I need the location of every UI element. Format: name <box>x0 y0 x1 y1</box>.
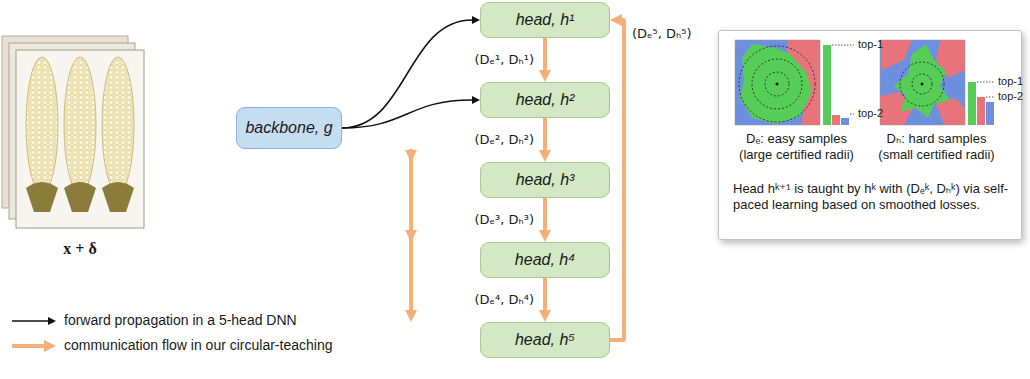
radius-circle <box>752 59 802 109</box>
radius-circle <box>912 74 932 94</box>
rank-label: top-1 <box>998 75 1023 87</box>
head-box: head, h⁵ <box>480 322 610 358</box>
corn-husk <box>26 182 58 212</box>
legend-arrow-orange <box>12 344 44 348</box>
legend-arrow-black <box>12 320 48 322</box>
head-box: head, h¹ <box>480 2 610 38</box>
edge-label: (Dₑ¹, Dₕ¹) <box>472 52 536 68</box>
teaching-arrow <box>610 20 624 340</box>
leader-line <box>850 114 854 115</box>
node-text: Dₕ: hard samples (small certified radii) <box>874 131 999 163</box>
forward-arrow <box>342 20 472 128</box>
edge-label: (Dₑ⁴, Dₕ⁴) <box>472 292 536 308</box>
node-text: head, h¹ <box>516 11 575 29</box>
sample-dot <box>921 83 924 86</box>
legend-text: forward propagation in a 5-head DNN <box>64 312 297 328</box>
region-green <box>894 44 950 118</box>
node-text: Head hᵏ⁺¹ is taught by hᵏ with (Dₑᵏ, Dₕᵏ… <box>733 181 1011 213</box>
score-bar <box>968 82 976 125</box>
forward-arrow <box>342 100 472 128</box>
edge-label: (Dₑ³, Dₕ³) <box>472 212 536 228</box>
region-red <box>880 40 912 70</box>
score-bar <box>977 97 985 125</box>
corn-husk <box>64 182 96 212</box>
hard-decision-map <box>880 40 965 125</box>
teaching-arrow <box>543 118 547 150</box>
node-text: head, h⁴ <box>515 251 575 269</box>
teaching-arrow <box>409 149 413 310</box>
edge-label: (Dₑ⁵, Dₕ⁵) <box>630 26 694 42</box>
corn-husk <box>102 182 134 212</box>
radius-circle <box>900 62 944 106</box>
score-bar <box>823 45 831 125</box>
rank-label: top-2 <box>858 107 883 119</box>
head-box: head, h³ <box>480 162 610 198</box>
teaching-arrow <box>543 198 547 230</box>
rank-label: top-2 <box>998 90 1023 102</box>
map-frame <box>735 40 820 125</box>
rank-label: top-1 <box>858 38 883 50</box>
node-text: head, h² <box>516 91 575 109</box>
leader-line <box>832 45 854 46</box>
node-text: backbone, g <box>245 119 332 137</box>
teaching-arrow <box>543 278 547 310</box>
score-bar <box>841 118 849 125</box>
head-box: head, h² <box>480 82 610 118</box>
input-images <box>2 36 144 228</box>
legend-text: communication flow in our circular-teach… <box>64 337 332 353</box>
node-text: Dₑ: easy samples (large certified radii) <box>734 131 859 163</box>
radius-circle <box>739 46 815 122</box>
sample-dot <box>776 83 779 86</box>
backbone-box: backbone, g <box>236 107 342 149</box>
corn-cob <box>64 57 96 193</box>
node-text: head, h⁵ <box>515 331 575 349</box>
corn-cob <box>26 57 58 193</box>
score-bar <box>986 102 994 125</box>
input-label: x + δ <box>45 240 115 258</box>
photo-front <box>16 50 144 228</box>
map-frame <box>880 40 965 125</box>
easy-decision-map <box>735 40 820 125</box>
leader-line <box>977 82 995 83</box>
head-box: head, h⁴ <box>480 242 610 278</box>
corn-cob <box>102 57 134 193</box>
region-blue <box>735 40 820 125</box>
edge-label: (Dₑ², Dₕ²) <box>472 132 536 148</box>
node-text: head, h³ <box>516 171 575 189</box>
leader-line <box>986 97 995 98</box>
region-blue <box>880 40 965 125</box>
teaching-arrow <box>543 38 547 70</box>
explanation-panel: Dₑ: easy samples (large certified radii)… <box>718 30 1022 240</box>
score-bar <box>832 115 840 125</box>
radius-circle <box>765 72 789 96</box>
